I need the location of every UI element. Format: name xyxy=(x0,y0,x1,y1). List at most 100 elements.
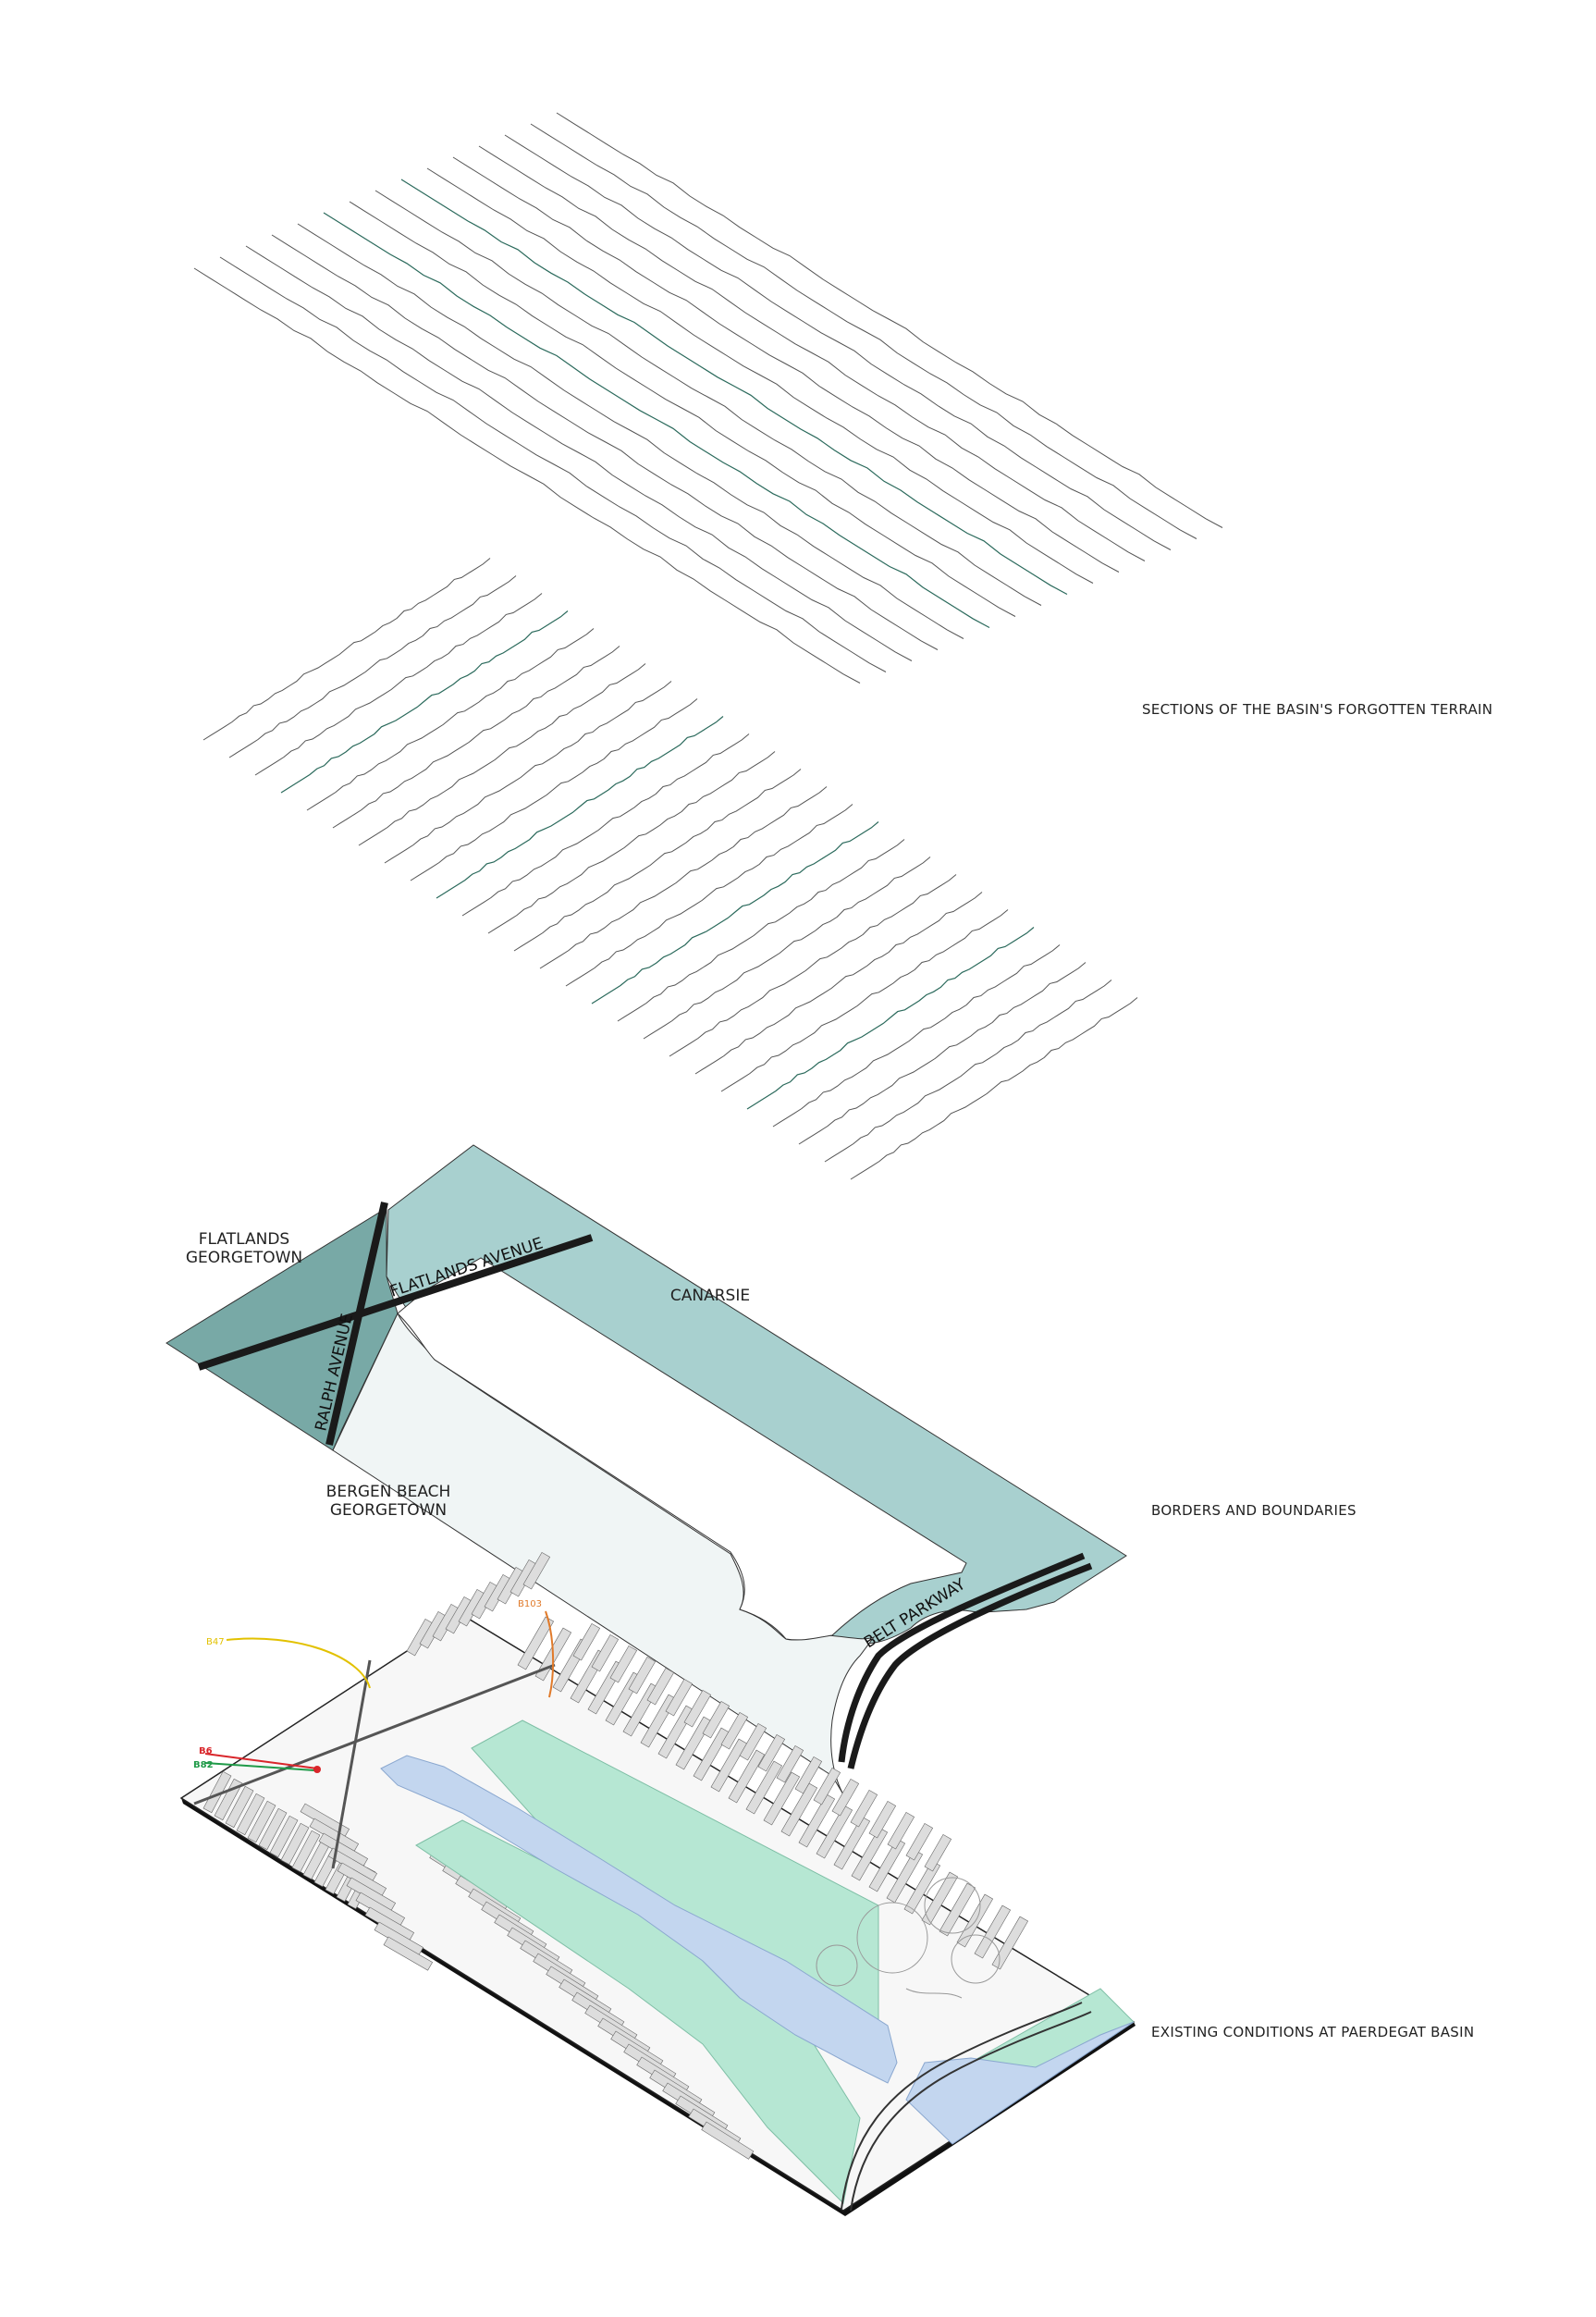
city-block xyxy=(683,1689,712,1728)
city-block xyxy=(628,1656,657,1695)
section-line-b22 xyxy=(772,944,1061,1128)
city-block xyxy=(247,1800,276,1843)
section-line-b0 xyxy=(203,558,491,741)
city-block xyxy=(609,1645,638,1683)
section-line-b3 xyxy=(280,610,569,794)
belt-parkway-line-1 xyxy=(838,1552,1086,1763)
city-block xyxy=(763,1771,801,1826)
section-line-a7 xyxy=(374,190,1042,606)
caption-borders: BORDERS AND BOUNDARIES xyxy=(1151,1502,1357,1519)
city-block xyxy=(269,1815,299,1858)
section-line-b9 xyxy=(436,716,724,899)
section-line-b5 xyxy=(332,646,620,829)
city-block xyxy=(757,1733,786,1772)
map-belt-parkway-2 xyxy=(850,2011,1092,2212)
city-block xyxy=(974,1904,1012,1959)
terrain-sections-upper xyxy=(193,112,1223,684)
city-block xyxy=(831,1778,860,1817)
section-line-a12 xyxy=(504,134,1172,550)
section-line-b23 xyxy=(798,962,1087,1145)
caption-sections: SECTIONS OF THE BASIN'S FORGOTTEN TERRAI… xyxy=(1142,701,1493,718)
section-line-b18 xyxy=(669,874,957,1057)
section-line-b17 xyxy=(643,857,931,1040)
section-line-b8 xyxy=(410,698,698,881)
city-block xyxy=(258,1807,288,1851)
section-line-b4 xyxy=(306,628,595,811)
section-line-b15 xyxy=(591,821,879,1004)
city-block xyxy=(225,1785,254,1829)
city-block xyxy=(868,1800,897,1839)
city-block xyxy=(816,1805,853,1859)
city-block xyxy=(887,1811,915,1850)
city-block xyxy=(710,1738,748,1793)
city-block xyxy=(794,1756,823,1794)
flatlands-avenue-line xyxy=(197,1234,594,1371)
city-block xyxy=(591,1633,620,1672)
section-line-a11 xyxy=(478,145,1146,561)
b82-route xyxy=(204,1762,315,1771)
terrain-sections-lower xyxy=(203,558,1138,1180)
city-block xyxy=(646,1667,675,1706)
ralph-avenue-line xyxy=(325,1202,388,1446)
section-line-b10 xyxy=(461,733,750,917)
section-line-b12 xyxy=(513,769,802,952)
section-line-a13 xyxy=(530,123,1197,539)
city-block xyxy=(745,1760,783,1815)
bus-stop-marker xyxy=(313,1766,321,1773)
city-block xyxy=(383,1936,434,1971)
map-ralph-ave xyxy=(331,1659,372,1869)
section-line-b25 xyxy=(850,997,1138,1180)
section-line-a0 xyxy=(193,267,861,684)
section-line-b2 xyxy=(254,593,543,776)
map-flatlands-ave xyxy=(193,1663,556,1806)
section-line-a10 xyxy=(452,156,1120,573)
city-block xyxy=(693,1727,730,1781)
city-block xyxy=(291,1830,321,1873)
b47-route xyxy=(226,1637,371,1689)
section-line-b24 xyxy=(824,980,1112,1163)
city-block xyxy=(572,1622,601,1661)
city-block xyxy=(924,1833,952,1872)
city-block xyxy=(780,1782,818,1837)
city-block xyxy=(850,1789,878,1828)
section-line-b11 xyxy=(487,751,776,934)
bay-water xyxy=(905,2021,1135,2145)
city-block xyxy=(517,1616,555,1670)
b103-label: B103 xyxy=(518,1599,542,1609)
golf-course-outlines xyxy=(816,1877,1001,1999)
map-belt-parkway xyxy=(841,2002,1083,2210)
section-line-a6 xyxy=(349,201,1016,617)
section-line-b16 xyxy=(617,839,905,1022)
city-block xyxy=(720,1711,749,1750)
b82-label: B82 xyxy=(193,1760,214,1770)
borders-layer xyxy=(166,1144,1127,1800)
b103-route xyxy=(545,1610,555,1698)
section-line-a3 xyxy=(271,234,939,650)
caption-existing: EXISTING CONDITIONS AT PAERDEGAT BASIN xyxy=(1151,2024,1475,2040)
section-line-a2 xyxy=(245,245,913,661)
city-block xyxy=(280,1822,310,1866)
basin-outline xyxy=(397,1257,967,1641)
section-line-b21 xyxy=(746,927,1035,1110)
city-block xyxy=(868,1838,906,1892)
city-block xyxy=(728,1749,766,1804)
city-block xyxy=(675,1716,713,1770)
section-line-b6 xyxy=(358,663,646,846)
city-block xyxy=(522,1551,551,1590)
city-block xyxy=(236,1793,265,1836)
city-block xyxy=(851,1827,889,1881)
urban-blocks xyxy=(203,1551,1029,2160)
belt-parkway-line-2 xyxy=(847,1562,1093,1769)
city-block xyxy=(921,1871,959,1926)
city-block xyxy=(702,1700,730,1739)
city-block xyxy=(813,1767,841,1806)
section-line-a14 xyxy=(556,112,1223,528)
existing-conditions-layer xyxy=(179,1551,1136,2216)
section-line-b7 xyxy=(384,681,672,864)
city-block xyxy=(956,1893,994,1948)
city-block xyxy=(739,1722,767,1761)
section-line-a9 xyxy=(426,167,1094,584)
